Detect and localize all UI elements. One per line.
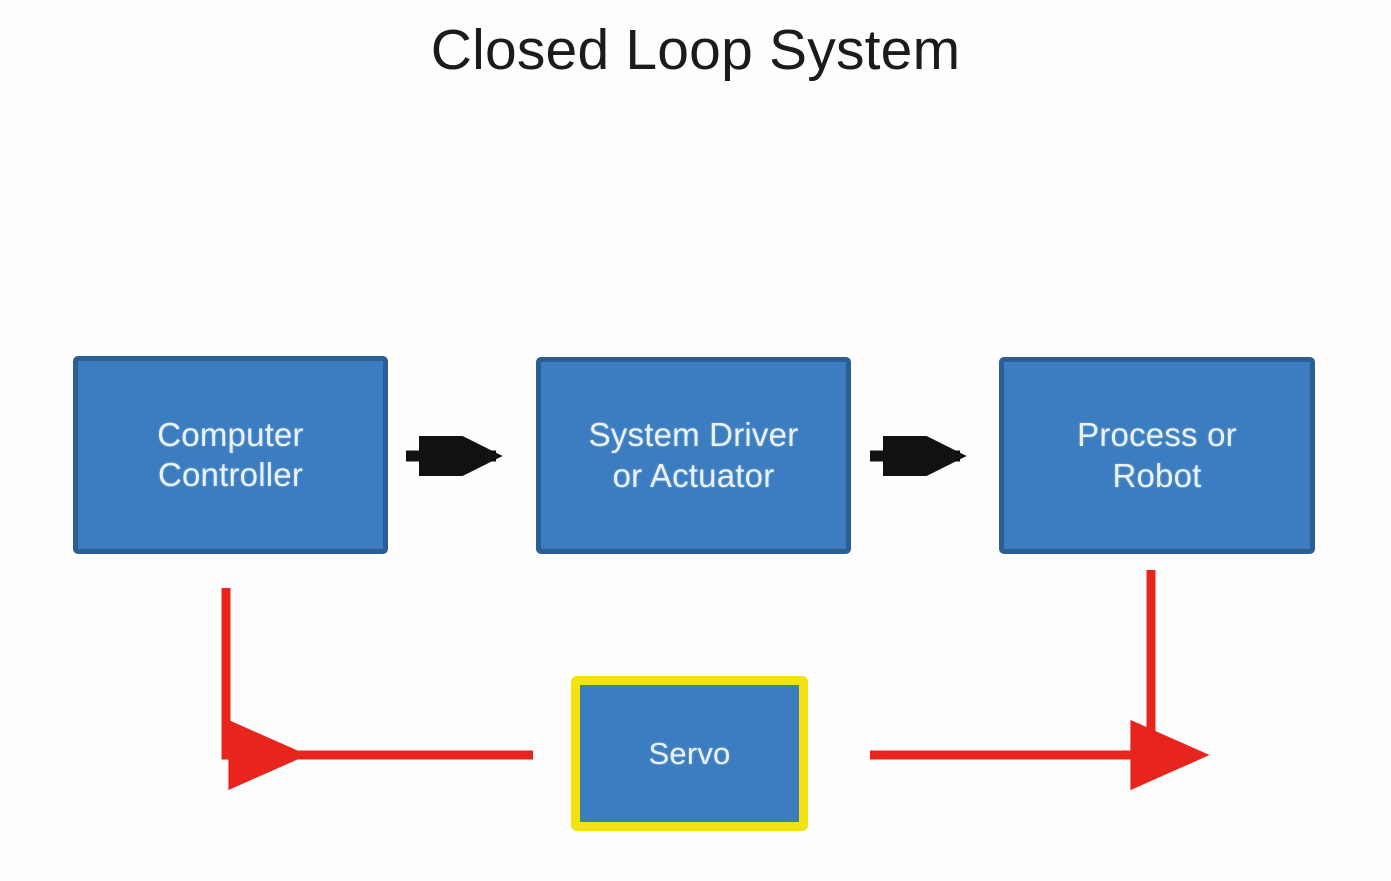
node-servo[interactable]: Servo — [571, 676, 808, 831]
forward-arrow-driver-to-process — [870, 436, 967, 476]
forward-arrow-controller-to-driver — [406, 436, 503, 476]
feedback-arrow-left — [221, 588, 533, 791]
node-process-or-robot[interactable]: Process or Robot — [999, 357, 1315, 554]
node-process-or-robot-label: Process or Robot — [1077, 416, 1237, 494]
node-computer-controller[interactable]: Computer Controller — [73, 356, 388, 554]
node-system-driver-or-actuator[interactable]: System Driver or Actuator — [536, 357, 851, 554]
node-computer-controller-label: Computer Controller — [157, 415, 304, 493]
page-title: Closed Loop System — [430, 18, 961, 82]
node-system-driver-or-actuator-label: System Driver or Actuator — [588, 416, 799, 494]
node-servo-label: Servo — [648, 735, 731, 771]
feedback-arrow-right — [870, 570, 1210, 791]
